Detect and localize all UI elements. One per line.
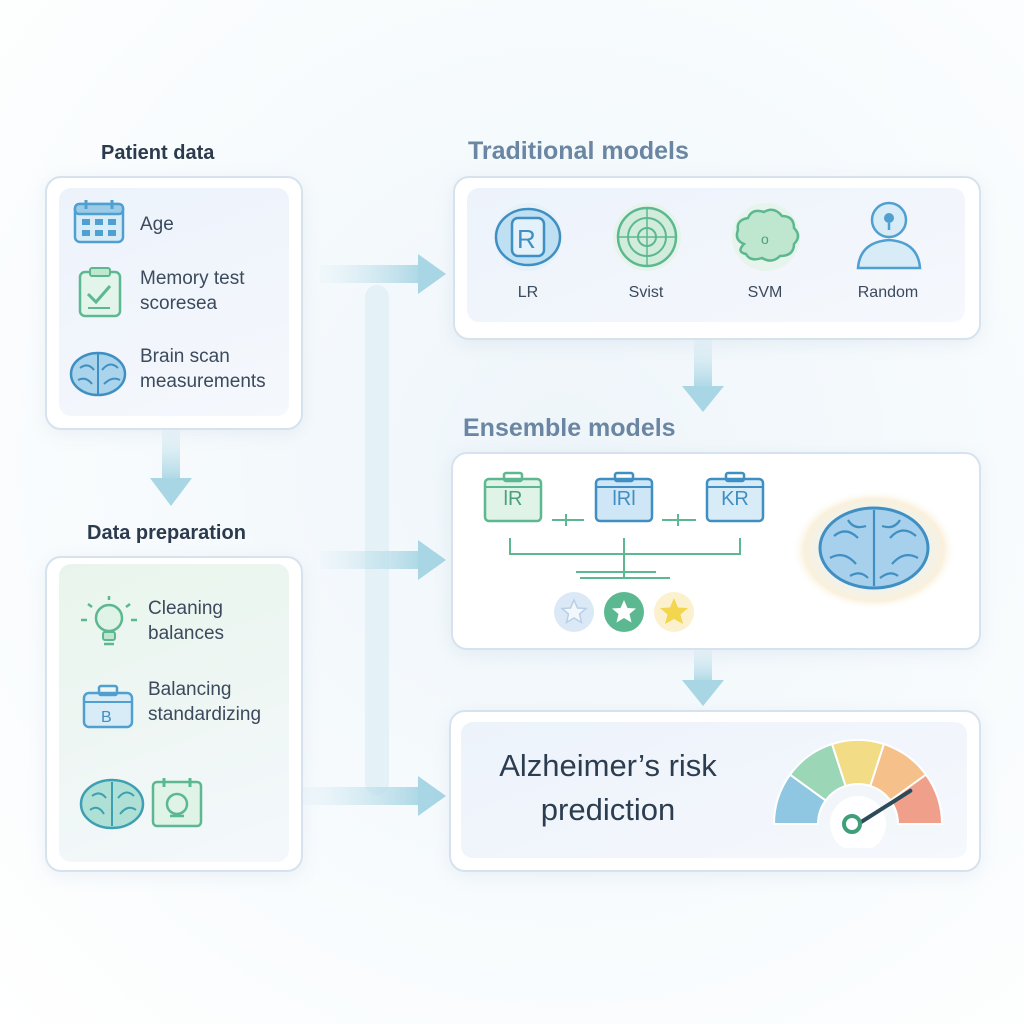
traditional-models-title: Traditional models <box>468 137 689 165</box>
calendar-icon <box>73 200 125 244</box>
item-balancing-label-1: Balancing <box>148 679 232 700</box>
item-age-label: Age <box>140 214 174 235</box>
gauge-needle <box>856 788 913 826</box>
ensemble-tree-connector <box>509 514 741 579</box>
item-memory-label-2: scoresea <box>140 293 218 314</box>
item-memory-label-1: Memory test <box>140 268 245 289</box>
arrow-patient-to-prep <box>150 430 192 506</box>
ensemble-card-label-1: lR <box>503 488 523 510</box>
item-cleaning-label-2: balances <box>148 623 225 644</box>
prediction-title-line-2: prediction <box>540 792 676 827</box>
gauge-segment <box>888 773 944 825</box>
checklist-icon <box>78 267 122 318</box>
brain-cluster-icon <box>79 778 145 830</box>
item-brainscan-label-2: measurements <box>140 371 266 392</box>
arrow-to-prediction <box>300 776 446 816</box>
item-balancing-label-2: standardizing <box>148 704 262 725</box>
svg-text:o: o <box>761 231 769 247</box>
arrow-to-ensemble <box>320 540 446 580</box>
arrow-ensemble-to-prediction <box>682 650 724 706</box>
brain-icon <box>792 490 956 610</box>
data-preparation-title: Data preparation <box>87 522 246 544</box>
risk-gauge <box>772 739 944 848</box>
lightbulb-icon <box>81 596 137 646</box>
star-rating-icon <box>554 592 694 632</box>
model-label-svm: SVM <box>747 284 783 301</box>
person-pin-icon <box>856 201 922 270</box>
flow-trunk <box>365 285 389 795</box>
lr-badge-icon: R <box>494 203 562 271</box>
arrow-traditional-to-ensemble <box>682 340 724 412</box>
model-card-icon <box>483 471 543 523</box>
ensemble-card-label-2: lRl <box>612 488 636 510</box>
prediction-title-line-1: Alzheimer’s risk <box>499 748 717 783</box>
patient-data-title: Patient data <box>101 142 215 164</box>
item-brainscan-label-1: Brain scan <box>140 346 230 367</box>
svg-text:B: B <box>101 709 112 726</box>
item-cleaning-label-1: Cleaning <box>148 598 223 619</box>
cloud-icon: o <box>732 203 800 271</box>
ensemble-models-title: Ensemble models <box>463 414 676 442</box>
svg-text:R: R <box>517 224 536 254</box>
brain-icon <box>69 351 127 397</box>
model-label-lr: LR <box>517 284 539 301</box>
arrow-to-traditional <box>320 254 446 294</box>
model-label-random: Random <box>857 284 919 301</box>
calendar-check-icon <box>151 778 203 828</box>
briefcase-icon: B <box>82 684 134 729</box>
model-label-svist: Svist <box>628 284 664 301</box>
ensemble-card-label-3: KR <box>721 488 749 510</box>
radar-icon <box>613 203 681 271</box>
model-card-icon <box>705 471 765 523</box>
model-card-icon <box>594 471 654 523</box>
